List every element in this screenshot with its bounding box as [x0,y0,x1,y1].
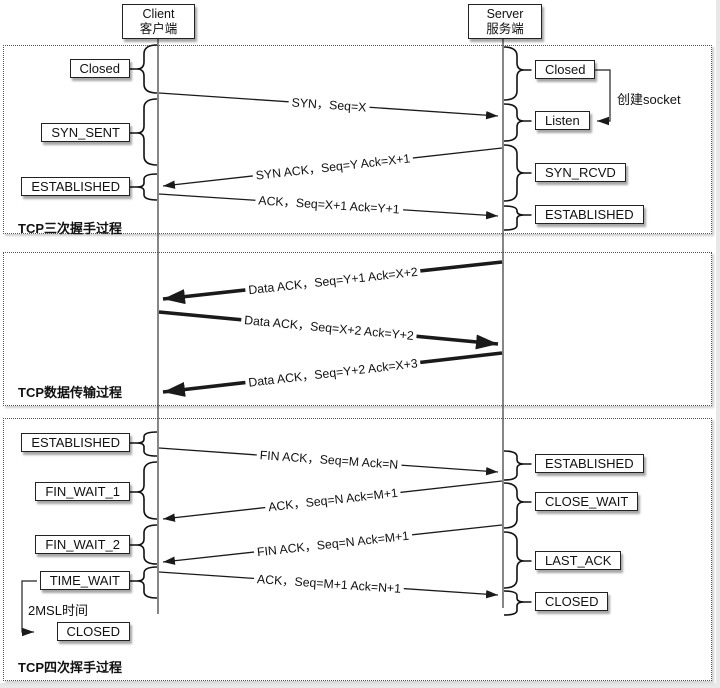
state-box-syn_rcvd: SYN_RCVD [535,163,626,182]
server-actor-name-zh: 服务端 [486,21,524,36]
two-msl-note: 2MSL时间 [28,603,88,618]
state-box-listen: Listen [535,111,590,130]
state-box-fin_wait_2: FIN_WAIT_2 [35,535,130,554]
state-box-established: ESTABLISHED [21,433,130,452]
state-brace [129,173,158,201]
server-actor-box: Server 服务端 [468,4,542,39]
state-brace [503,144,532,202]
state-box-last_ack: LAST_ACK [535,551,622,570]
state-box-established: ESTABLISHED [535,205,644,224]
state-brace [503,531,532,589]
client-actor-name: Client [142,6,175,21]
state-brace [129,431,158,457]
client-actor-box: Client 客户端 [122,4,195,39]
state-box-established: ESTABLISHED [535,454,644,473]
state-brace [129,566,158,599]
state-box-time_wait: TIME_WAIT [39,571,130,590]
section-label-data-transfer: TCP数据传输过程 [18,385,123,400]
state-brace [129,524,158,565]
state-box-close_wait: CLOSE_WAIT [535,492,639,511]
state-brace [503,205,532,231]
state-brace [503,450,532,481]
state-brace [503,103,532,142]
state-box-closed: CLOSED [535,592,609,611]
section-three-way-handshake [3,45,712,234]
state-box-closed: CLOSED [56,622,130,641]
state-brace [129,98,158,166]
state-box-established: ESTABLISHED [21,177,130,196]
section-four-way-teardown [3,418,712,681]
state-brace [503,46,532,101]
state-box-closed: Closed [69,59,130,78]
state-brace [503,482,532,529]
section-label-handshake: TCP三次握手过程 [18,221,123,236]
section-label-teardown: TCP四次挥手过程 [18,660,123,675]
client-actor-name-zh: 客户端 [139,21,178,36]
create-socket-note: 创建socket [617,92,681,107]
state-brace [129,44,158,94]
two-msl-connector [21,580,37,637]
server-actor-name: Server [486,6,524,21]
state-brace [503,590,532,616]
state-box-fin_wait_1: FIN_WAIT_1 [35,482,130,501]
state-brace [129,461,158,520]
section-data-transfer [3,252,712,406]
state-box-closed: Closed [535,60,596,79]
create-socket-connector [593,69,611,126]
state-box-syn_sent: SYN_SENT [41,123,130,142]
